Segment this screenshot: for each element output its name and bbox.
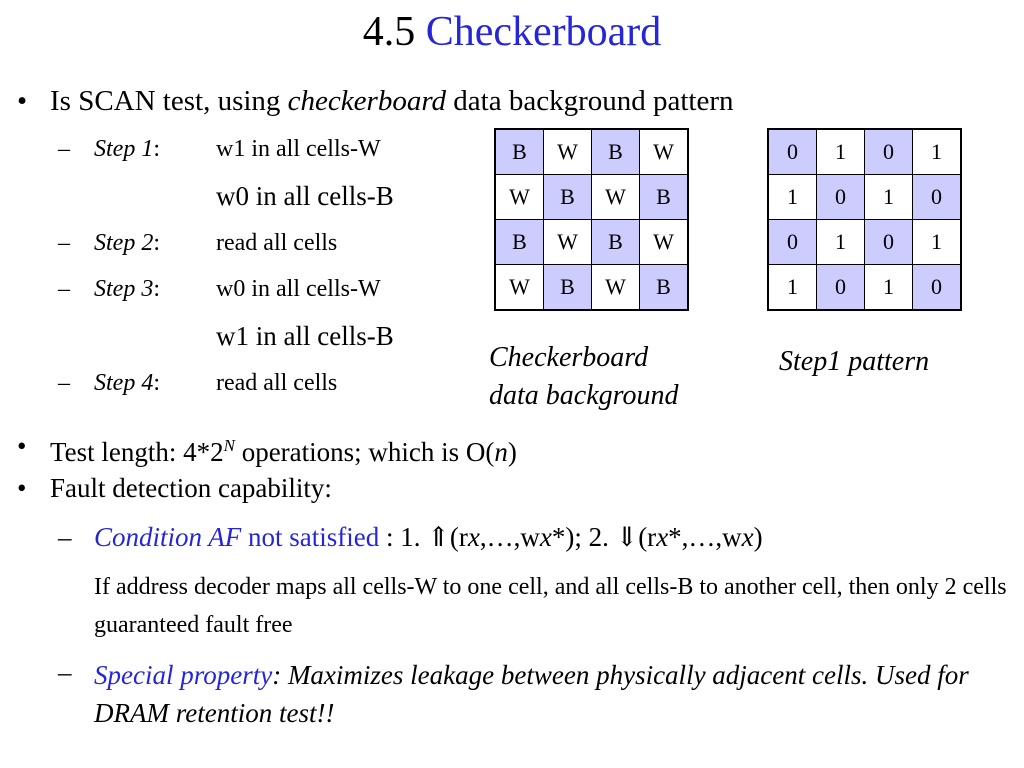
table-cell: 0 [816,174,865,220]
pattern-caption: Step1 pattern [779,346,930,377]
table-cell: W [591,264,640,311]
table-cell: 0 [912,264,962,311]
table-cell: 1 [912,219,962,265]
special-property-text: Special property: Maximizes leakage betw… [94,660,969,728]
table-cell: 1 [816,128,865,175]
table-cell: 0 [767,128,817,175]
table-cell: 1 [767,174,817,220]
table-cell: B [543,264,592,311]
table-cell: B [494,219,544,265]
step-op: read all cells [216,370,338,396]
step-label: Step 1: [94,136,160,162]
step-3-op-2: w1 in all cells-B [216,321,394,351]
table-cell: 0 [767,219,817,265]
table-cell: 1 [864,264,913,311]
caption-line-2: data background [489,380,679,411]
checkerboard-caption: Checkerboard data background [489,339,679,415]
table-cell: B [543,174,592,220]
bullet-glyph: • [17,85,28,117]
table-cell: 1 [767,264,817,311]
title-word: Checkerboard [425,9,662,55]
step-label: Step 3: [94,276,160,302]
intro-text: Is SCAN test, using checkerboard data ba… [50,85,734,117]
step-op: read all cells [216,230,338,256]
step-1-op-2: w0 in all cells-B [216,181,394,211]
step-op: w1 in all cells-W [216,136,381,162]
table-cell: W [543,219,592,265]
table-cell: W [494,264,544,311]
caption-line-1: Checkerboard [489,342,649,373]
table-cell: W [494,174,544,220]
table-cell: 1 [912,128,962,175]
slide-title: 4.5 Checkerboard [0,4,1024,60]
table-cell: 0 [912,174,962,220]
special-property-label: Special property [94,660,273,690]
table-cell: 1 [816,219,865,265]
intro-emphasis: checkerboard [287,85,447,117]
test-length-text: Test length: 4*2N operations; which is O… [50,436,517,467]
table-cell: B [591,219,640,265]
table-cell: B [639,174,689,220]
table-cell: B [639,264,689,311]
table-cell: W [639,219,689,265]
table-cell: 0 [864,219,913,265]
condition-note: If address decoder maps all cells-W to o… [94,574,1007,638]
step-op: w0 in all cells-W [216,276,381,302]
table-cell: W [639,128,689,175]
condition-af-label: Condition AF [94,522,242,552]
step-label: Step 2: [94,230,160,256]
table-cell: 1 [864,174,913,220]
table-cell: B [494,128,544,175]
condition-text: Condition AF not satisfied : 1. ⇑(rx,…,w… [94,522,763,552]
fault-detection-text: Fault detection capability: [50,473,332,503]
table-cell: 0 [864,128,913,175]
table-cell: W [543,128,592,175]
table-cell: 0 [816,264,865,311]
table-cell: B [591,128,640,175]
step-label: Step 4: [94,370,160,396]
title-number: 4.5 [362,9,416,55]
table-cell: W [591,174,640,220]
